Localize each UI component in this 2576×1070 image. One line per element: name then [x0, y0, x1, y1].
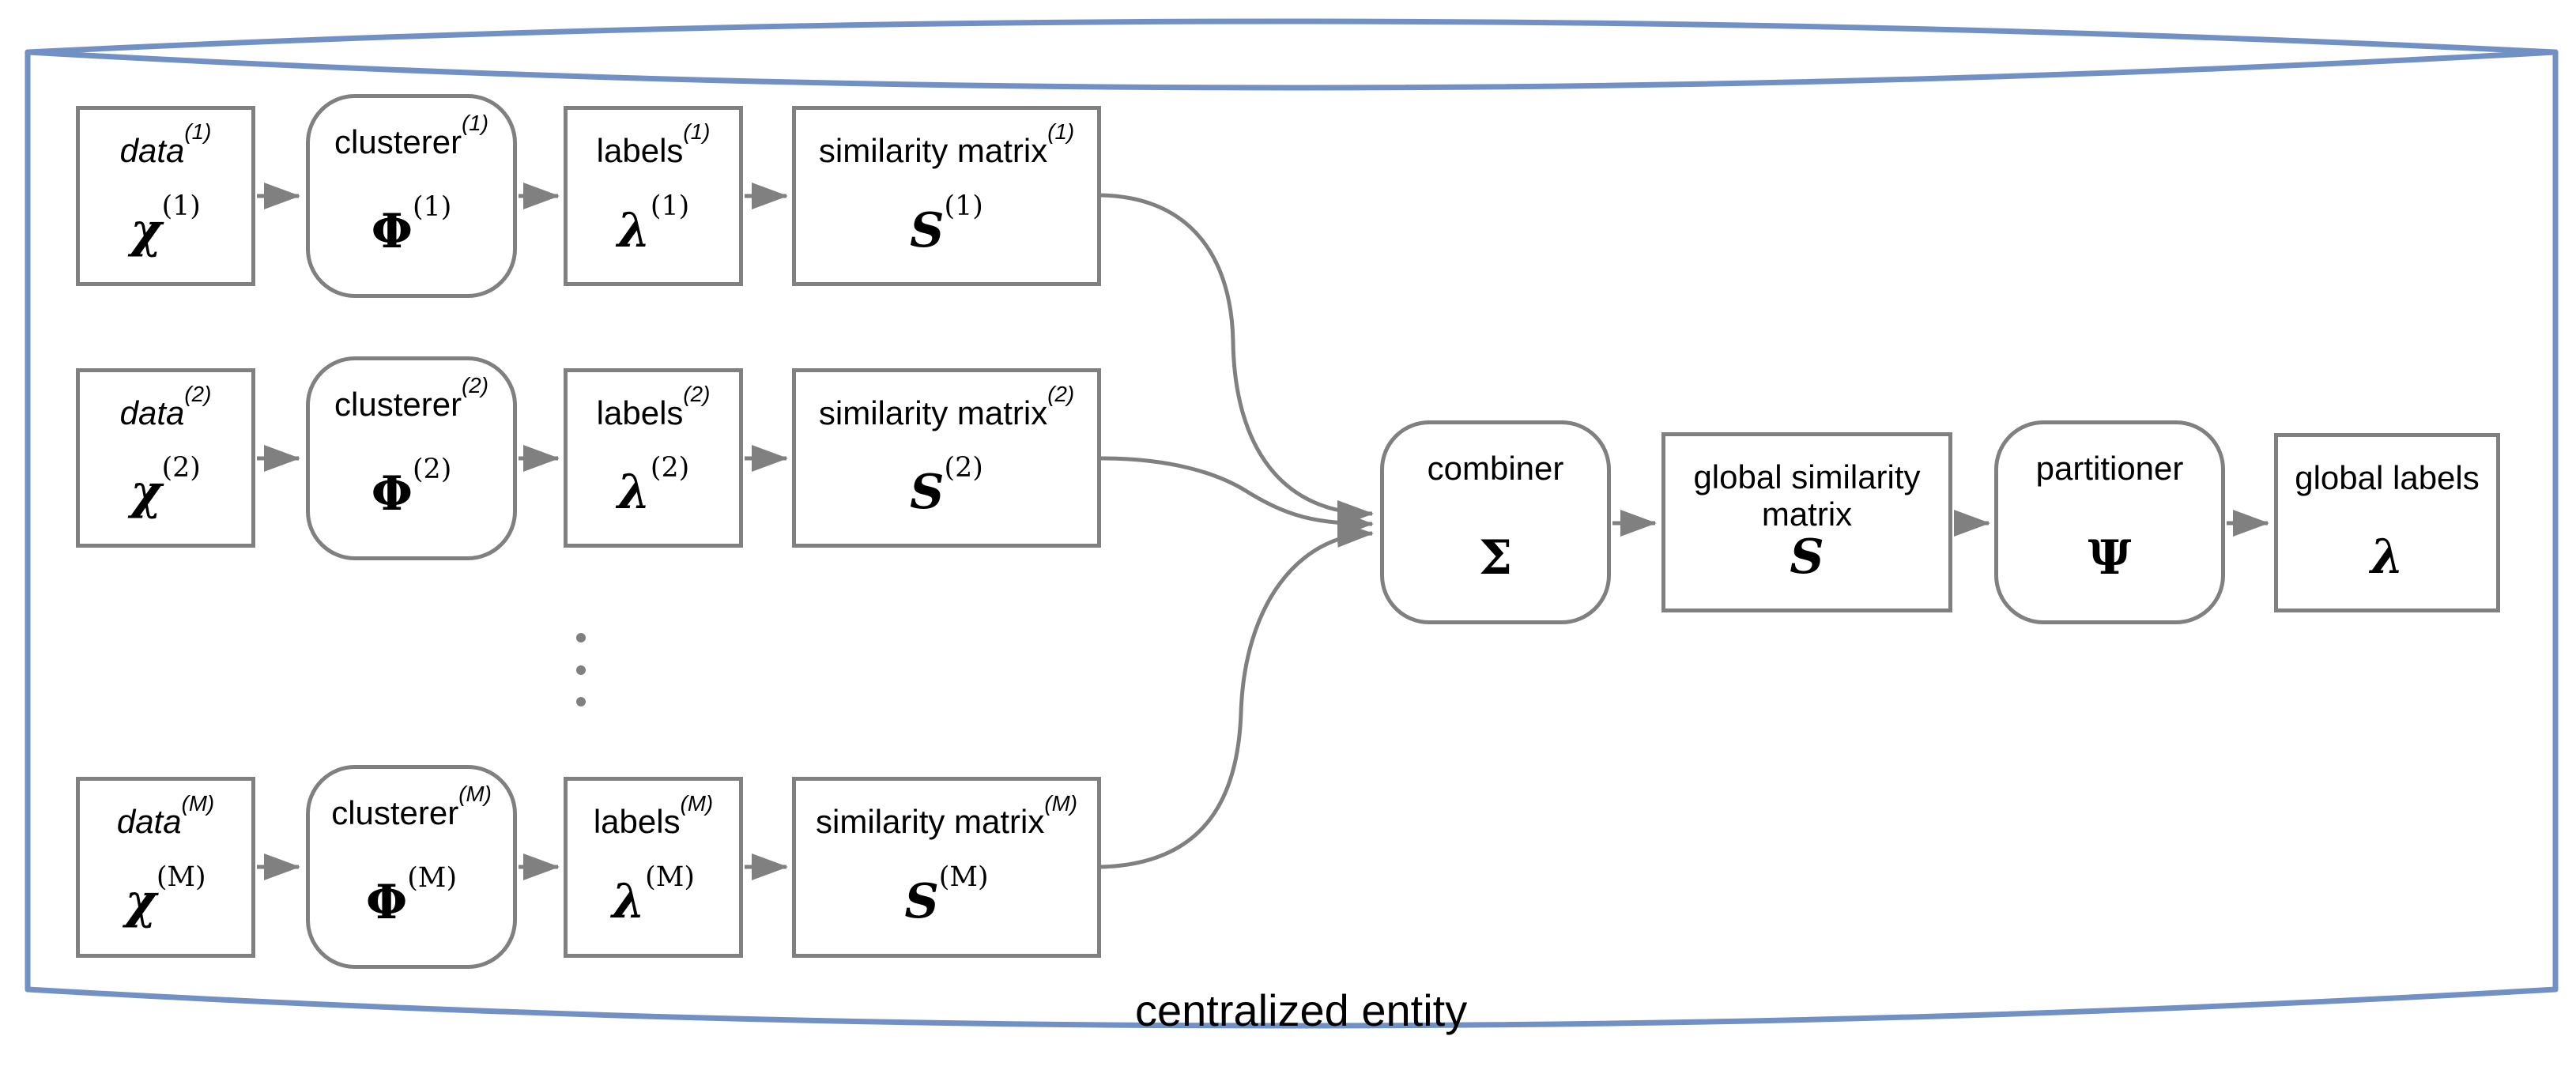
node-title: labels(M)	[593, 790, 714, 841]
node-title: global labels	[2295, 459, 2480, 497]
curve-similarity1-combiner	[1100, 193, 1374, 527]
node-title: clusterer(1)	[334, 111, 488, 161]
curve-similarityM-combiner	[1100, 520, 1374, 869]
node-title: labels(1)	[596, 119, 711, 170]
node-title: similarity matrix(M)	[816, 790, 1077, 841]
combiner-converging-curves	[1100, 193, 1374, 869]
node-symbol: S	[1790, 529, 1824, 585]
pipeline-arrows	[257, 183, 2269, 880]
node-title: labels(2)	[596, 382, 711, 432]
data-node-2: data(2) χ(2)	[76, 368, 255, 548]
similarity-matrix-node-1: similarity matrix(1) S(1)	[792, 106, 1101, 286]
ellipsis-dot	[576, 665, 586, 675]
clusterer-node-2: clusterer(2) Φ(2)	[306, 356, 517, 560]
cylinder-top-front-arc	[25, 49, 2559, 91]
centralized-entity-cylinder	[25, 18, 2559, 1029]
cylinder-bottom-arc	[25, 986, 2559, 1029]
labels-node-2: labels(2) λ(2)	[564, 368, 743, 548]
node-title: combiner	[1427, 450, 1564, 488]
ellipsis-dot	[576, 633, 586, 642]
node-symbol: S(2)	[910, 452, 983, 521]
node-title: clusterer(M)	[331, 782, 492, 832]
node-symbol: Ψ	[2088, 530, 2132, 586]
node-title: partitioner	[2035, 450, 2184, 488]
node-title: global similarity matrix	[1693, 458, 1921, 533]
labels-node-M: labels(M) λ(M)	[564, 777, 743, 958]
node-symbol: λ(1)	[617, 190, 690, 258]
global-similarity-matrix-node: global similarity matrix S	[1661, 432, 1952, 612]
partitioner-node: partitioner Ψ	[1994, 420, 2225, 624]
node-symbol: Φ(1)	[371, 191, 452, 260]
node-symbol: χ(2)	[130, 452, 201, 521]
node-symbol: S(M)	[904, 861, 989, 930]
labels-node-1: labels(1) λ(1)	[564, 106, 743, 286]
node-symbol: χ(1)	[130, 190, 201, 258]
clusterer-node-M: clusterer(M) Φ(M)	[306, 765, 517, 969]
node-title: data(2)	[119, 382, 212, 432]
node-symbol: S(1)	[910, 190, 983, 258]
data-node-1: data(1) χ(1)	[76, 106, 255, 286]
node-symbol: χ(M)	[125, 861, 206, 930]
node-title: similarity matrix(1)	[818, 119, 1075, 170]
node-symbol: λ(2)	[617, 452, 690, 521]
node-symbol: λ	[2370, 529, 2404, 586]
node-symbol: Φ(M)	[365, 862, 458, 931]
node-title: data(1)	[119, 119, 212, 170]
data-node-M: data(M) χ(M)	[76, 777, 255, 958]
node-title: similarity matrix(2)	[818, 382, 1075, 432]
node-symbol: Σ	[1478, 530, 1513, 586]
node-symbol: Φ(2)	[371, 454, 452, 522]
cylinder-top-back-arc	[25, 18, 2559, 55]
clusterer-node-1: clusterer(1) Φ(1)	[306, 94, 517, 298]
similarity-matrix-node-M: similarity matrix(M) S(M)	[792, 777, 1101, 958]
node-symbol: λ(M)	[612, 861, 695, 930]
node-title: clusterer(2)	[334, 373, 488, 424]
centralized-entity-label: centralized entity	[1135, 985, 1468, 1035]
ellipsis-dots	[576, 633, 586, 706]
ellipsis-dot	[576, 697, 586, 706]
combiner-node: combiner Σ	[1380, 420, 1611, 624]
curve-similarity2-combiner	[1100, 456, 1374, 537]
similarity-matrix-node-2: similarity matrix(2) S(2)	[792, 368, 1101, 548]
global-labels-node: global labels λ	[2274, 433, 2500, 612]
node-title: data(M)	[116, 790, 215, 841]
